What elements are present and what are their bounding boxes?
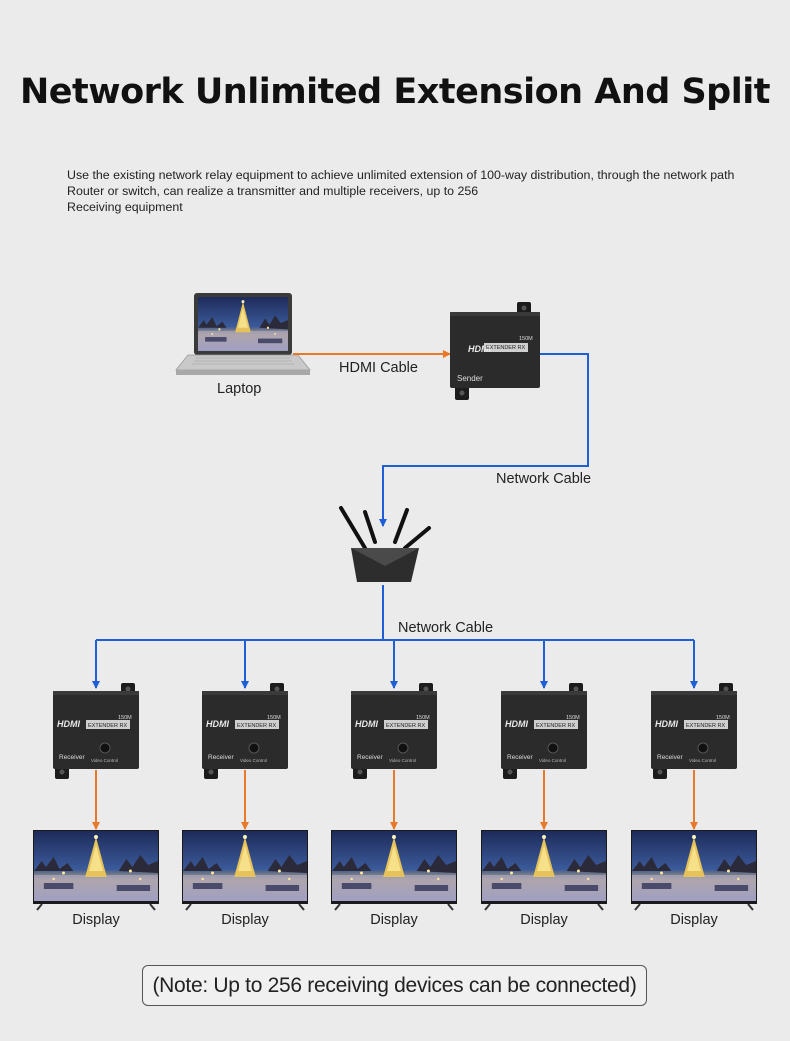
receiver-model-4: EXTENDER RX xyxy=(536,723,575,729)
receiver-knob-label-5: Video Control xyxy=(689,758,716,763)
sender-model: EXTENDER RX xyxy=(486,345,525,351)
sender-range: 150M xyxy=(519,336,533,342)
display-icon-5 xyxy=(631,830,757,911)
display-icon-4 xyxy=(481,830,607,911)
note-box: (Note: Up to 256 receiving devices can b… xyxy=(142,965,647,1006)
display-label-1: Display xyxy=(72,912,120,928)
display-icon-1 xyxy=(33,830,159,911)
laptop-label: Laptop xyxy=(217,381,262,397)
receiver-brand-3: HDMI xyxy=(355,719,378,729)
laptop-icon xyxy=(175,293,311,375)
description-line-3: Receiving equipment xyxy=(67,200,183,214)
display-label-3: Display xyxy=(370,912,418,928)
hdmi-cable-label: HDMI Cable xyxy=(339,360,418,376)
receiver-brand-1: HDMI xyxy=(57,719,80,729)
description-line-1: Use the existing network relay equipment… xyxy=(67,168,735,182)
receiver-knob-label-3: Video Control xyxy=(389,758,416,763)
description: Use the existing network relay equipment… xyxy=(67,167,747,215)
network-cable-arrow-1 xyxy=(379,353,589,527)
sender-brand: HDMI xyxy=(468,344,491,354)
description-line-2: Router or switch, can realize a transmit… xyxy=(67,184,479,198)
receiver-label-5: Receiver xyxy=(657,754,683,761)
receiver-label-1: Receiver xyxy=(59,754,85,761)
display-label-5: Display xyxy=(670,912,718,928)
receiver-label-4: Receiver xyxy=(507,754,533,761)
receiver-label-2: Receiver xyxy=(208,754,234,761)
display-group xyxy=(33,830,757,911)
sender-device xyxy=(450,302,540,400)
receiver-brand-4: HDMI xyxy=(505,719,528,729)
receiver-brand-5: HDMI xyxy=(655,719,678,729)
receiver-knob-label-2: Video Control xyxy=(240,758,267,763)
receiver-range-4: 150M xyxy=(566,715,580,721)
receiver-model-3: EXTENDER RX xyxy=(386,723,425,729)
receiver-label-3: Receiver xyxy=(357,754,383,761)
receiver-model-2: EXTENDER RX xyxy=(237,723,276,729)
receiver-range-1: 150M xyxy=(118,715,132,721)
page-title: Network Unlimited Extension And Split xyxy=(20,72,770,112)
network-cable-drops xyxy=(92,640,698,689)
receiver-brand-2: HDMI xyxy=(206,719,229,729)
sender-label: Sender xyxy=(457,374,483,383)
network-cable-label-1: Network Cable xyxy=(496,471,592,487)
receiver-knob-label-1: Video Control xyxy=(91,758,118,763)
hdmi-cable-drops xyxy=(92,770,698,830)
display-icon-2 xyxy=(182,830,308,911)
network-cable-label-2: Network Cable xyxy=(398,620,494,636)
display-label-2: Display xyxy=(221,912,269,928)
receiver-range-3: 150M xyxy=(416,715,430,721)
router-icon xyxy=(339,506,431,582)
receiver-knob-label-4: Video Control xyxy=(539,758,566,763)
receiver-range-2: 150M xyxy=(267,715,281,721)
receiver-range-5: 150M xyxy=(716,715,730,721)
display-label-4: Display xyxy=(520,912,568,928)
display-icon-3 xyxy=(331,830,457,911)
receiver-model-5: EXTENDER RX xyxy=(686,723,725,729)
receiver-model-1: EXTENDER RX xyxy=(88,723,127,729)
